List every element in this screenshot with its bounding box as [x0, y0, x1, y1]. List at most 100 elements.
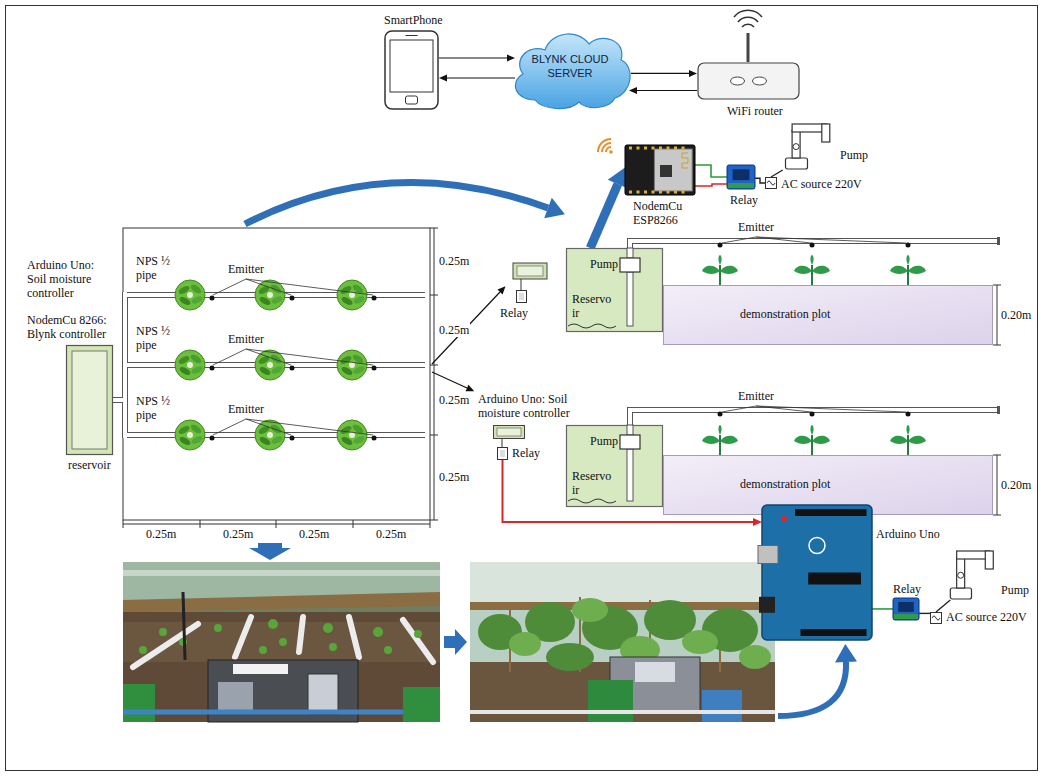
relay-module-outline — [733, 169, 750, 180]
reservoir-tank-outline — [567, 249, 663, 332]
pump-symbol-outline — [792, 124, 826, 132]
dimension-label: 0.25m — [299, 527, 329, 541]
nodemcu-board-outline — [667, 147, 670, 150]
cloud-server-text: BLYNK CLOUD SERVER — [525, 52, 615, 80]
dimension-label: 0.25m — [438, 393, 470, 407]
photo-setup — [183, 592, 185, 660]
flow-arrows — [245, 183, 548, 224]
pump-symbol-outline — [780, 118, 835, 170]
photo-setup — [123, 612, 440, 722]
relay-box-outline — [517, 291, 527, 303]
smartphone-icon-outline — [384, 30, 439, 110]
smartphone-icon-outline — [385, 31, 438, 109]
arduino-board-outline — [762, 505, 872, 640]
nodemcu-board-outline — [659, 147, 662, 150]
controller-box-outline — [494, 426, 525, 439]
upper-section — [993, 285, 1001, 345]
nodemcu-board-outline — [629, 191, 632, 194]
nodemcu-board-outline — [660, 165, 672, 177]
field-plan — [290, 366, 295, 371]
pump-symbol-outline — [957, 557, 965, 588]
photo-setup — [123, 710, 440, 715]
arduino-board-outline — [759, 597, 775, 613]
photo-setup — [233, 664, 288, 674]
nodemcu-board-outline — [667, 191, 670, 194]
data-arrow — [637, 90, 697, 91]
upper-section — [630, 241, 998, 248]
pipe-label: NPS ½ pipe — [136, 254, 176, 282]
photo-setup — [123, 562, 440, 722]
nodemcu-board-text: NodemCu ESP8266 — [633, 199, 682, 227]
nodemcu-board-outline — [652, 147, 655, 150]
nodemcu-board-outline — [682, 191, 685, 194]
demonstration-plot-outline — [664, 286, 993, 345]
ac-source-outline — [930, 612, 942, 624]
arduino-board-text: Arduino Uno — [876, 527, 940, 541]
figure-frame — [6, 6, 1038, 771]
lower-section — [702, 425, 738, 455]
upper-section — [521, 279, 522, 290]
pump-symbol-outline — [793, 144, 799, 150]
controller-box: Arduino Uno: Soil moisture controller — [493, 425, 525, 439]
upper-section — [513, 237, 1001, 345]
photo-setup — [123, 684, 155, 722]
arduino-board-outline — [762, 505, 872, 640]
photo-setup — [403, 620, 433, 662]
field-plan — [210, 366, 215, 371]
nodemcu-board-outline — [682, 153, 688, 168]
field-plan — [337, 280, 367, 310]
upper-section — [718, 243, 911, 248]
pump-symbol-outline — [792, 130, 800, 158]
field-plan — [290, 436, 295, 441]
power-wire — [771, 170, 783, 177]
photo-setup — [214, 624, 222, 632]
controller-box-text: Arduino Uno: Soil moisture controller — [478, 392, 590, 420]
photo-grown-plants — [739, 645, 771, 669]
relay-module-text: Relay — [730, 193, 758, 207]
top-network-details — [609, 150, 613, 154]
relay-module-outline — [894, 614, 918, 619]
pump-symbol-outline — [957, 551, 990, 559]
reservoir-tank-outline — [620, 258, 640, 272]
ac-source-text: AC source 220V — [781, 177, 862, 191]
lower-section — [630, 410, 998, 425]
lower-section — [502, 439, 503, 447]
lower-section — [718, 412, 911, 417]
pump-symbol-text: Pump — [840, 148, 868, 162]
nodemcu-board-outline — [637, 191, 640, 194]
wifi-router-outline — [697, 62, 800, 100]
emitter-label: Emitter — [738, 220, 774, 234]
relay-module-outline — [727, 165, 755, 189]
smartphone-icon-outline — [406, 96, 418, 104]
field-plan — [210, 296, 377, 441]
field-plan — [372, 296, 377, 301]
relay-box: Relay — [516, 290, 527, 303]
photo-grown-plants — [470, 562, 775, 722]
reservoir-box-text: reservoir — [68, 458, 111, 472]
arduino-board-outline — [758, 546, 778, 564]
field-plan — [210, 436, 215, 441]
reservoir-tank-outline — [627, 248, 633, 258]
reservoir-tank-text: Pump — [590, 434, 618, 448]
photo-setup — [123, 592, 440, 612]
reservoir-tank-outline — [627, 425, 633, 435]
ac-source-outline — [766, 178, 777, 189]
relay-module: Relay — [727, 165, 755, 189]
emitter-label: Emitter — [228, 402, 264, 416]
wifi-router-outline — [731, 77, 745, 85]
flow-arrows — [444, 629, 467, 655]
photo-grown-plants — [588, 680, 633, 722]
photo-grown-plants — [572, 598, 608, 622]
photo-grown-plants — [702, 690, 742, 722]
nodemcu-board-outline — [637, 147, 640, 150]
reservoir-box-outline — [72, 351, 107, 449]
photo-setup — [308, 674, 338, 714]
smartphone-icon-outline — [390, 40, 433, 92]
smartphone-icon: SmartPhone — [384, 30, 439, 110]
photo-setup — [235, 617, 251, 657]
smartphone-icon-text: SmartPhone — [384, 13, 443, 27]
emitter-label: Emitter — [228, 332, 264, 346]
